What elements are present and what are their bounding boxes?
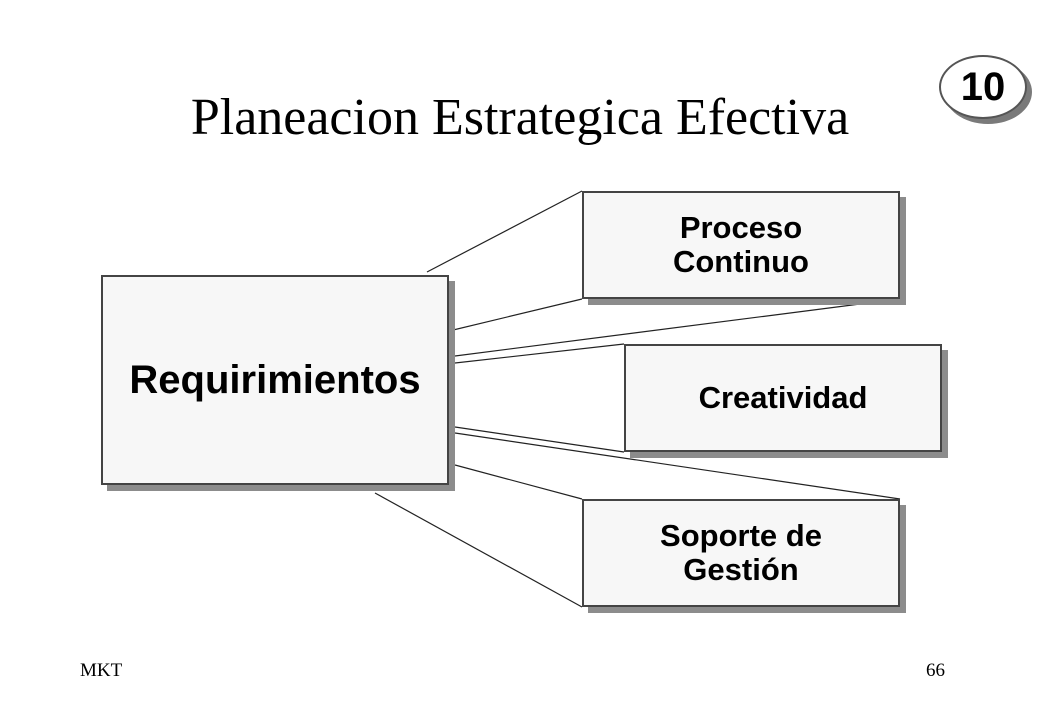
connector-line bbox=[374, 492, 583, 608]
branch-box-continuous-process: Proceso Continuo bbox=[582, 191, 900, 299]
connector-line bbox=[454, 464, 583, 500]
page-number: 66 bbox=[926, 660, 945, 681]
branch-box-creativity: Creatividad bbox=[624, 344, 942, 452]
connector-line bbox=[454, 432, 901, 500]
branch-label: Proceso Continuo bbox=[672, 209, 809, 279]
branch-label: Soporte de Gestión bbox=[660, 517, 822, 587]
connector-line bbox=[454, 426, 625, 453]
connector-line bbox=[454, 303, 861, 357]
footer-left-text: MKT bbox=[80, 660, 123, 681]
requirements-label: Requirimientos bbox=[129, 357, 421, 402]
slide-title: Planeacion Estrategica Efectiva bbox=[190, 89, 850, 146]
connector-line bbox=[454, 343, 625, 364]
branch-label: Creatividad bbox=[698, 379, 868, 415]
connector-line bbox=[426, 190, 583, 273]
requirements-box: Requirimientos bbox=[101, 275, 449, 485]
connector-line bbox=[448, 298, 583, 332]
branch-box-management-support: Soporte de Gestión bbox=[582, 499, 900, 607]
slide-number-badge: 10 bbox=[939, 55, 1027, 119]
